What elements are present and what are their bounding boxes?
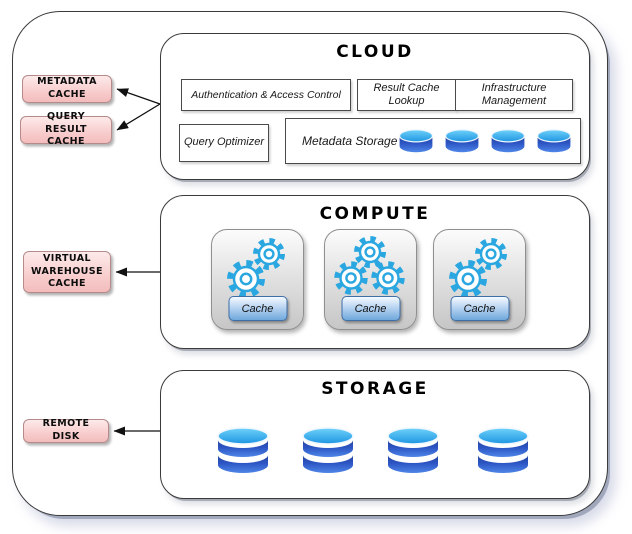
metadata-storage-label: Metadata Storage	[302, 133, 398, 148]
virtual-warehouse-2: Cache	[324, 229, 417, 330]
metadata-storage-databases	[397, 127, 573, 155]
database-stack-icon	[302, 427, 354, 473]
remote-disk-label: REMOTE DISK	[23, 418, 109, 443]
gears-icon	[227, 238, 285, 298]
cloud-section-title: CLOUD	[336, 42, 414, 62]
database-cylinder-icon	[445, 129, 480, 153]
database-stack-icon	[387, 427, 439, 473]
database-cylinder-icon	[537, 129, 572, 153]
compute-section-title: COMPUTE	[319, 204, 431, 224]
gears-icon	[334, 236, 405, 295]
database-stack-icon	[217, 427, 269, 473]
cache-button: Cache	[228, 296, 287, 321]
query-optimizer-label: Query Optimizer	[183, 136, 265, 149]
gears-icon	[449, 238, 507, 298]
authentication-access-control-box: Authentication & Access Control	[181, 79, 351, 111]
database-cylinder-icon	[399, 129, 434, 153]
storage-section: STORAGE	[160, 370, 590, 499]
cache-button: Cache	[341, 296, 400, 321]
authentication-access-control-label: Authentication & Access Control	[191, 88, 341, 101]
result-cache-lookup-label: Result Cache Lookup	[373, 81, 440, 107]
cloud-section: CLOUD Authentication & Access Control Re…	[160, 33, 590, 180]
query-optimizer-box: Query Optimizer	[179, 124, 269, 162]
storage-section-title: STORAGE	[321, 379, 429, 399]
infrastructure-management-label: Infrastructure Management	[481, 81, 547, 107]
metadata-cache-label: METADATA CACHE	[22, 75, 112, 103]
compute-section: COMPUTE Cache	[160, 195, 590, 349]
virtual-warehouse-3: Cache	[433, 229, 526, 330]
result-cache-lookup-box: Result Cache Lookup	[357, 79, 456, 111]
database-cylinder-icon	[491, 129, 526, 153]
query-result-cache-label: QUERY RESULT CACHE	[20, 111, 112, 147]
database-stack-icon	[477, 427, 529, 473]
virtual-warehouse-1: Cache	[211, 229, 304, 330]
infrastructure-management-box: Infrastructure Management	[455, 79, 573, 111]
metadata-storage-box: Metadata Storage	[285, 118, 581, 164]
virtual-warehouse-cache-label: VIRTUAL WAREHOUSE CACHE	[23, 251, 111, 293]
cache-button: Cache	[450, 296, 509, 321]
